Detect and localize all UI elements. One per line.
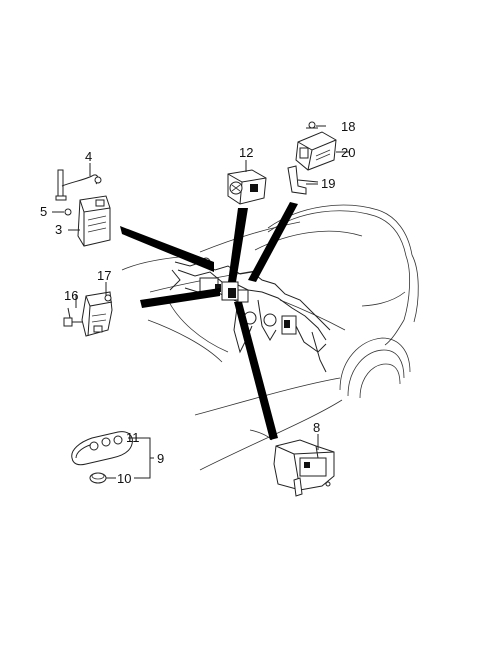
label-4: 4	[85, 149, 92, 164]
label-20: 20	[341, 145, 355, 160]
label-5: 5	[40, 204, 47, 219]
part-ecu-module	[55, 169, 111, 247]
part-bracket-module	[63, 291, 113, 337]
label-8: 8	[313, 420, 320, 435]
part-relay-box	[227, 169, 267, 205]
part-control-unit	[287, 121, 337, 195]
label-11: 11	[126, 430, 140, 445]
label-19: 19	[321, 176, 335, 191]
label-17: 17	[97, 268, 111, 283]
leader-wedges	[120, 202, 298, 440]
label-9: 9	[157, 451, 164, 466]
part-key-fob	[71, 431, 133, 484]
label-3: 3	[55, 222, 62, 237]
callout-labels: 4 5 3 12 18 20 19 17 16 8 11 9 10	[40, 119, 355, 486]
part-lower-module	[273, 439, 335, 497]
leader-lines	[52, 125, 350, 479]
label-10: 10	[117, 471, 131, 486]
label-12: 12	[239, 145, 253, 160]
label-16: 16	[64, 288, 78, 303]
label-18: 18	[341, 119, 355, 134]
